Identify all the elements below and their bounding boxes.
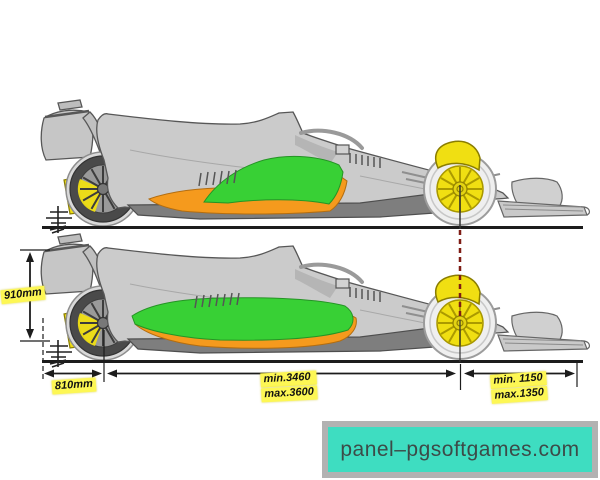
datum-symbol-bottom [46, 340, 72, 368]
cockpit-louvres [349, 287, 381, 302]
mirror [335, 278, 350, 289]
watermark-text: panel–pgsoftgames.com [340, 437, 580, 461]
watermark-banner: panel–pgsoftgames.com [322, 421, 598, 478]
front-wing [497, 311, 590, 352]
halo [299, 262, 364, 284]
top-car-illustration [40, 99, 590, 229]
aero-highlight-green [203, 155, 344, 205]
aero-highlight-green [131, 297, 354, 341]
brake-duct-scoop [434, 140, 481, 172]
front-wing [497, 177, 590, 218]
cockpit-louvres [349, 153, 381, 168]
dimension-label-front-overhang: min. 1150 max.1350 [490, 371, 548, 405]
dimension-label-wheelbase: min.3460 max.3600 [260, 370, 318, 404]
brake-duct-scoop [434, 274, 481, 306]
mirror [335, 144, 350, 155]
halo [299, 128, 364, 150]
datum-symbol-top [46, 206, 72, 234]
engine-gills [194, 292, 240, 309]
engine-gills [198, 169, 237, 187]
bottom-car-illustration [40, 233, 590, 363]
